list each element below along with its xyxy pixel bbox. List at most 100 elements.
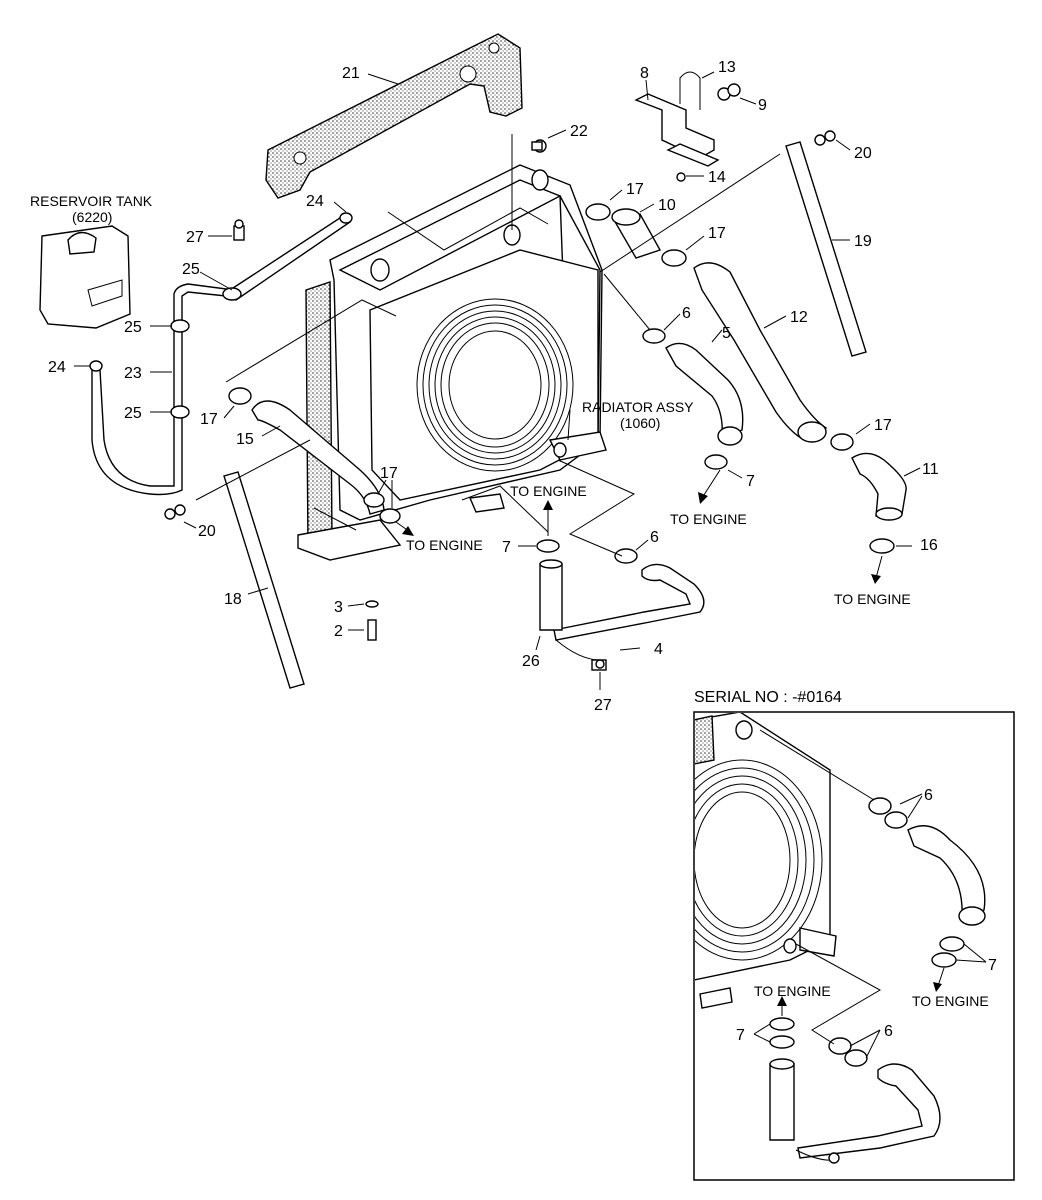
callout-12: 12 [790,309,808,326]
clamp-24-b [89,360,103,372]
callout-13: 13 [718,59,736,76]
bolt-20-top [814,130,836,146]
radiator-assembly [297,164,607,561]
text-labels: RESERVOIR TANK (6220) RADIATOR ASSY (106… [30,193,911,607]
callout-27-a: 27 [186,229,204,246]
callout-17-e: 17 [874,417,892,434]
callout-22: 22 [570,123,588,140]
hose-10 [611,208,662,259]
elbow-11 [851,452,907,521]
clamp-17-bottom-a [363,492,385,508]
clamp-7-right [704,454,728,470]
callout-23: 23 [124,365,142,382]
hose-clamps [89,203,895,564]
callout-2: 2 [334,623,343,640]
clamp-17-left [228,387,252,405]
label-to-engine-far-right: TO ENGINE [834,591,911,607]
label-reservoir-code: (6220) [72,209,112,225]
clamp-17-right [830,433,854,451]
callout-6-b: 6 [650,529,659,546]
bolt-20-left [164,504,186,520]
bolt-27-bottom [591,659,607,671]
callout-27-b: 27 [594,697,612,714]
callout-14: 14 [708,169,726,186]
bolt-27-top [233,219,245,241]
pipe-4 [539,559,705,661]
callout-17-d: 17 [380,465,398,482]
callout-4: 4 [654,641,663,658]
callout-15: 15 [236,431,254,448]
callout-26: 26 [522,653,540,670]
hose-12 [693,262,828,443]
clamp-17-top-left [585,203,611,221]
callout-24-b: 24 [48,359,66,376]
inset-callout-6-a: 6 [924,787,933,804]
callout-18: 18 [224,591,242,608]
callout-25-c: 25 [124,405,142,422]
u-bolt-13 [679,71,701,110]
clamp-16 [869,538,895,554]
clamp-25-c [170,405,190,419]
hose-5 [665,342,744,446]
vent-pipe [229,212,351,301]
leader-lines [74,71,921,690]
bolts [164,130,836,671]
label-reservoir-tank: RESERVOIR TANK [30,193,153,209]
callout-16: 16 [920,537,938,554]
clamp-24-a [339,212,353,224]
clamp-6-center [614,548,638,564]
label-to-engine-left: TO ENGINE [406,537,483,553]
callout-19: 19 [854,233,872,250]
inset-callout-7-a: 7 [988,957,997,974]
bolt-22 [531,139,547,153]
to-engine-arrows [395,469,883,584]
label-to-engine-right: TO ENGINE [670,511,747,527]
stay-rod-19 [785,141,867,357]
callout-25-b: 25 [124,319,142,336]
clamp-6-top [642,328,666,344]
nut-14 [676,172,686,182]
top-bracket-21 [265,33,523,199]
callout-8: 8 [640,65,649,82]
reservoir-tank [39,225,131,329]
clamp-17-bottom-b [379,508,401,524]
inset-serial-label: SERIAL NO : -#0164 [694,689,842,706]
clamp-25-b [170,319,190,333]
nut-9 [717,83,741,101]
label-to-engine-center: TO ENGINE [510,483,587,499]
callout-17-c: 17 [200,411,218,428]
inset-callout-7-b: 7 [736,1027,745,1044]
label-radiator-code: (1060) [620,415,660,431]
inset-serial-detail: SERIAL NO : -#0164 [693,689,1015,1181]
callout-numbers: 21 8 13 9 22 20 14 17 10 17 19 24 27 25 … [48,59,939,714]
callout-7-a: 7 [746,473,755,490]
callout-25-a: 25 [182,261,200,278]
callout-11: 11 [922,461,939,478]
callout-17-b: 17 [708,225,726,242]
fan-shroud-ring [416,298,574,472]
callout-21: 21 [342,65,360,82]
bracket-8 [634,93,720,167]
bolt-2 [367,619,377,641]
inset-label-to-engine-center: TO ENGINE [754,983,831,999]
callout-9: 9 [758,97,767,114]
callout-20-top: 20 [854,145,872,162]
inset-label-to-engine-right: TO ENGINE [912,993,989,1009]
callout-6-a: 6 [682,305,691,322]
clamp-17-top-right [661,249,687,267]
callout-20-left: 20 [198,523,216,540]
washer-3 [365,600,379,608]
callout-7-b: 7 [502,539,511,556]
clamp-25-a [222,287,242,301]
callout-10: 10 [658,197,676,214]
inset-callout-6-b: 6 [884,1023,893,1040]
callout-24-a: 24 [306,193,324,210]
clamp-7-center [536,539,560,553]
callout-17-a: 17 [626,181,644,198]
callout-5: 5 [722,325,731,342]
callout-3: 3 [334,599,343,616]
upper-hose-15 [251,400,385,515]
stay-rod-18 [223,471,305,689]
label-radiator-assy: RADIATOR ASSY [582,399,694,415]
